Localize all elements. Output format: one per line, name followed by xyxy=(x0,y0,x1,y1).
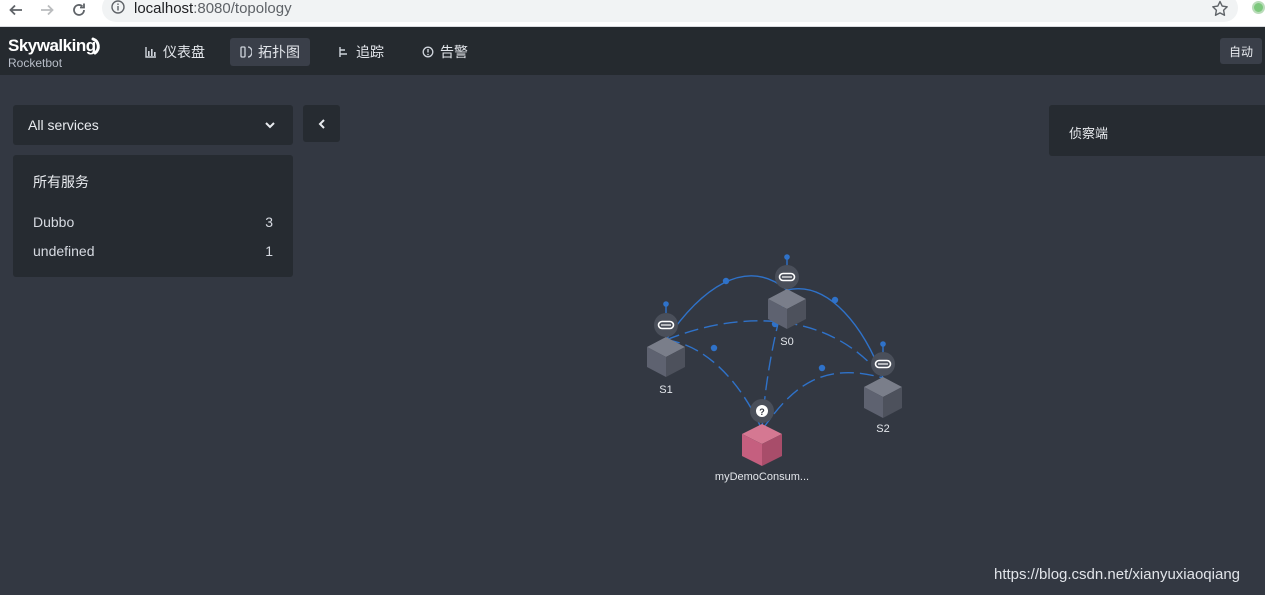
edge-dot[interactable] xyxy=(818,364,826,372)
chevron-left-icon xyxy=(318,118,325,129)
logo-subtitle: Rocketbot xyxy=(8,56,63,70)
edge-dot[interactable] xyxy=(722,277,730,285)
nav-alarm-label: 告警 xyxy=(440,44,468,60)
nav-trace[interactable]: 追踪 xyxy=(328,38,394,66)
service-count: 3 xyxy=(265,214,273,230)
topology-node-consumer[interactable]: ? myDemoConsum... xyxy=(715,399,809,483)
edge-s1-s2[interactable] xyxy=(665,320,884,379)
url-path: :8080/topology xyxy=(193,0,292,17)
service-name: Dubbo xyxy=(33,214,75,230)
watermark: https://blog.csdn.net/xianyuxiaoqiang xyxy=(994,566,1240,583)
nav-topology[interactable]: 拓扑图 xyxy=(230,38,310,66)
logo-title: Skywalking xyxy=(8,36,96,55)
info-icon[interactable] xyxy=(110,0,126,16)
service-count: 1 xyxy=(265,243,273,259)
bookmark-star-icon[interactable] xyxy=(1211,0,1229,18)
topology-node-s1[interactable]: S1 xyxy=(647,301,685,396)
service-list-panel: 所有服务 Dubbo 3 undefined 1 xyxy=(13,155,293,277)
node-label: myDemoConsum... xyxy=(715,471,809,483)
detector-panel[interactable]: 侦察端 xyxy=(1049,105,1265,156)
service-name: undefined xyxy=(33,243,95,259)
alarm-icon xyxy=(422,46,434,58)
collapse-panel-button[interactable] xyxy=(303,105,340,142)
service-select-value: All services xyxy=(28,117,99,133)
app-header: Skywalking Rocketbot 仪表盘 拓扑图 追踪 告警 自动 xyxy=(0,27,1265,75)
trace-icon xyxy=(338,46,350,58)
node-label: S0 xyxy=(780,336,793,348)
forward-arrow-icon[interactable] xyxy=(37,0,57,20)
reload-icon[interactable] xyxy=(69,0,89,20)
node-cube xyxy=(742,424,782,466)
nav-dashboard[interactable]: 仪表盘 xyxy=(135,38,215,66)
edge-dot[interactable] xyxy=(831,296,839,304)
service-list-item[interactable]: undefined 1 xyxy=(33,241,273,270)
url-text[interactable]: localhost:8080/topology xyxy=(134,0,292,17)
node-cube xyxy=(647,337,685,377)
service-list-title: 所有服务 xyxy=(33,174,89,190)
svg-text:?: ? xyxy=(759,407,765,417)
extension-icon[interactable] xyxy=(1252,1,1265,14)
node-cube xyxy=(864,377,902,418)
chart-icon xyxy=(145,46,157,58)
logo[interactable]: Skywalking Rocketbot xyxy=(8,36,100,70)
address-bar[interactable] xyxy=(102,0,1238,22)
service-select[interactable]: All services xyxy=(13,105,293,145)
logo-swoosh-icon xyxy=(91,37,100,55)
node-label: S1 xyxy=(659,384,672,396)
topology-node-s2[interactable]: S2 xyxy=(864,341,902,435)
nav-alarm[interactable]: 告警 xyxy=(412,38,478,66)
node-label: S2 xyxy=(876,423,889,435)
node-cube xyxy=(768,289,806,329)
nav-topology-label: 拓扑图 xyxy=(258,44,300,60)
topology-node-s0[interactable]: S0 xyxy=(768,254,806,348)
edge-midpoints xyxy=(710,277,839,372)
nav-trace-label: 追踪 xyxy=(356,44,384,60)
auto-refresh-button[interactable]: 自动 xyxy=(1220,38,1262,64)
detector-title: 侦察端 xyxy=(1069,126,1109,141)
topology-icon xyxy=(240,46,252,58)
url-host: localhost xyxy=(134,0,194,17)
back-arrow-icon[interactable] xyxy=(6,0,26,20)
nav-dashboard-label: 仪表盘 xyxy=(163,44,205,60)
topology-graph[interactable]: S0 S1 S2 ? xyxy=(0,75,1265,595)
service-list-item[interactable]: Dubbo 3 xyxy=(33,212,273,241)
edge-dot[interactable] xyxy=(710,344,718,352)
chevron-down-icon xyxy=(265,122,275,129)
edge-s1-s0[interactable] xyxy=(665,275,788,341)
edge-consumer-s2[interactable] xyxy=(761,372,884,431)
browser-toolbar: localhost:8080/topology xyxy=(0,0,1265,27)
